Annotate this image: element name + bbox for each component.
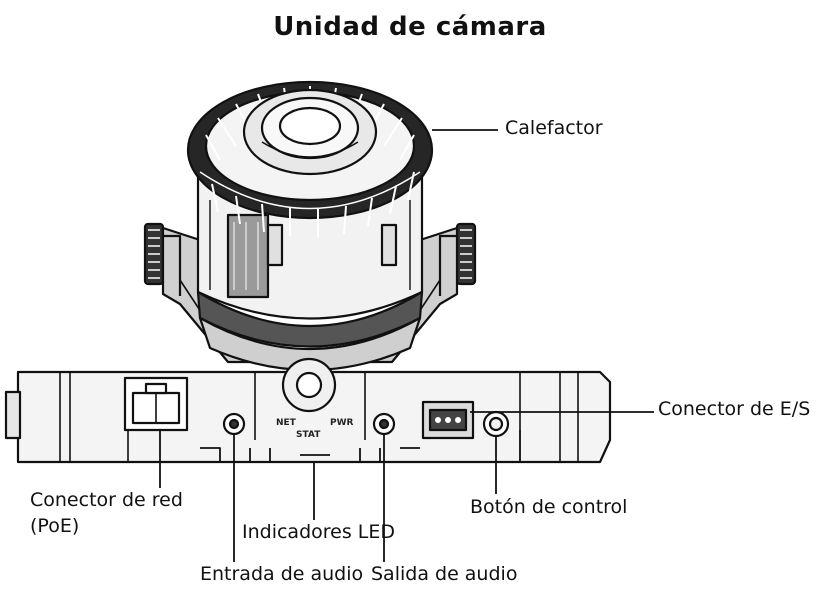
pivot-disc — [281, 357, 337, 413]
label-heater: Calefactor — [505, 117, 603, 139]
label-network-connector-poe: (PoE) — [30, 515, 80, 537]
left-tilt-knob — [143, 222, 165, 286]
audio-out-jack — [372, 412, 396, 436]
diagram-title: Unidad de cámara — [273, 12, 547, 42]
label-audio-out: Salida de audio — [371, 563, 518, 585]
label-audio-in: Entrada de audio — [200, 563, 364, 585]
label-io-connector: Conector de E/S — [658, 398, 811, 420]
right-tilt-knob — [455, 222, 477, 286]
led-pwr-marking: PWR — [330, 418, 354, 428]
lens — [242, 88, 378, 176]
label-network-connector: Conector de red — [30, 489, 183, 511]
led-net-marking: NET — [276, 418, 297, 428]
label-control-button: Botón de control — [470, 496, 628, 518]
io-terminal-block — [421, 400, 475, 440]
label-led-indicators: Indicadores LED — [242, 521, 396, 543]
audio-in-jack — [222, 412, 246, 436]
control-button — [482, 410, 510, 438]
network-connector-port — [123, 376, 189, 432]
led-stat-marking: STAT — [296, 430, 321, 440]
